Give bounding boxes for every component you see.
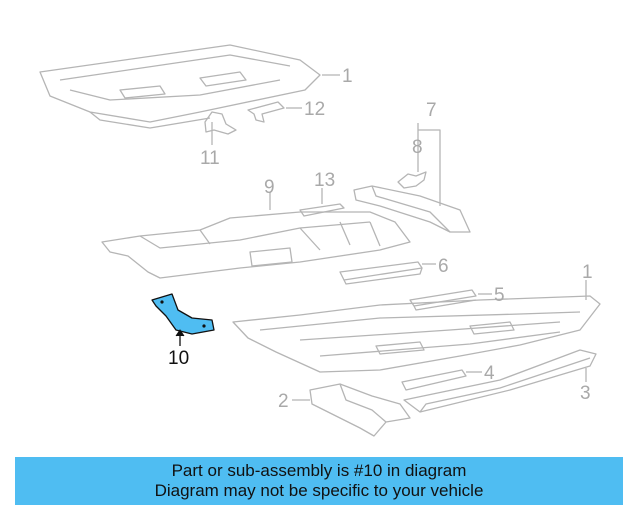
callout-8: 8 bbox=[412, 137, 423, 158]
callout-7: 7 bbox=[426, 100, 437, 121]
callout-5: 5 bbox=[494, 285, 505, 306]
part-4-crossmember bbox=[401, 369, 467, 391]
banner-line-2: Diagram may not be specific to your vehi… bbox=[154, 481, 484, 500]
callout-10: 10 bbox=[168, 348, 189, 369]
callout-12: 12 bbox=[304, 99, 325, 120]
part-8-bracket bbox=[397, 171, 427, 189]
part-13-bracket bbox=[299, 203, 345, 217]
callout-6: 6 bbox=[438, 256, 449, 277]
part-3-rocker bbox=[403, 349, 597, 413]
part-7-rail bbox=[353, 185, 471, 233]
leader-lines bbox=[211, 74, 587, 401]
part-10-highlighted bbox=[151, 293, 215, 346]
part-5-crossmember bbox=[409, 289, 477, 311]
callout-2: 2 bbox=[278, 391, 289, 412]
callout-11: 11 bbox=[200, 148, 220, 169]
part-11-bracket bbox=[204, 111, 237, 135]
part-2-bracket bbox=[309, 383, 411, 437]
part-1-lower-floor-pan bbox=[232, 295, 601, 373]
part-9-tunnel bbox=[101, 211, 411, 279]
callout-3: 3 bbox=[580, 383, 591, 404]
part-1-upper-floor-pan bbox=[39, 44, 321, 129]
banner-line-1: Part or sub-assembly is #10 in diagram bbox=[171, 461, 467, 480]
callout-9: 9 bbox=[264, 177, 275, 198]
part-12-bracket bbox=[247, 101, 285, 123]
callout-1-upper: 1 bbox=[342, 66, 353, 87]
info-banner: Part or sub-assembly is #10 in diagram D… bbox=[15, 457, 623, 505]
callout-4: 4 bbox=[484, 363, 495, 384]
callout-1-lower: 1 bbox=[582, 262, 593, 283]
part-6-crossmember bbox=[339, 261, 423, 285]
callout-13: 13 bbox=[314, 170, 335, 191]
